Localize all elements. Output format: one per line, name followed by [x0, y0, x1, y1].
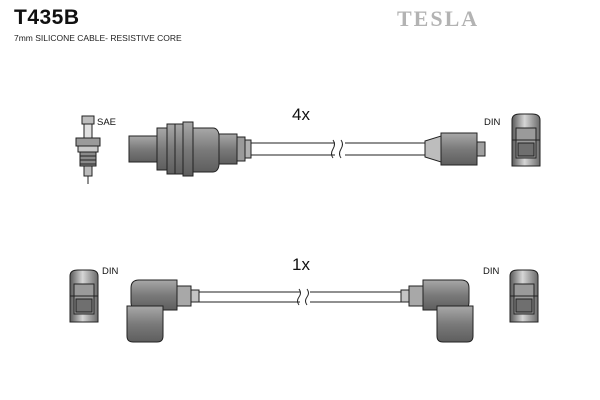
bottom-left-angled-boot	[126, 279, 200, 343]
spark-plug-boot	[128, 121, 252, 177]
din-cap-icon-left	[69, 269, 99, 323]
top-lead: SAE 4x DIN	[75, 105, 541, 184]
bottom-right-angled-boot	[400, 279, 474, 343]
top-cable	[251, 139, 425, 159]
din-cap-icon-right	[509, 269, 539, 323]
din-label-bottom-left: DIN	[102, 266, 119, 277]
bottom-lead: DIN 1x DIN	[69, 255, 539, 343]
brand-logo: TESLA	[397, 6, 480, 31]
bottom-lead-quantity: 1x	[292, 255, 310, 274]
cable-description: 7mm SILICONE CABLE- RESISTIVE CORE	[14, 33, 182, 43]
top-distributor-boot	[424, 132, 486, 166]
sae-label: SAE	[97, 117, 116, 128]
top-lead-quantity: 4x	[292, 105, 310, 124]
din-label-bottom-right: DIN	[483, 266, 500, 277]
part-number: T435B	[14, 6, 80, 29]
spark-plug-icon	[75, 115, 101, 184]
bottom-cable	[199, 288, 401, 306]
din-cap-icon	[511, 113, 541, 167]
din-label-top-right: DIN	[484, 117, 501, 128]
